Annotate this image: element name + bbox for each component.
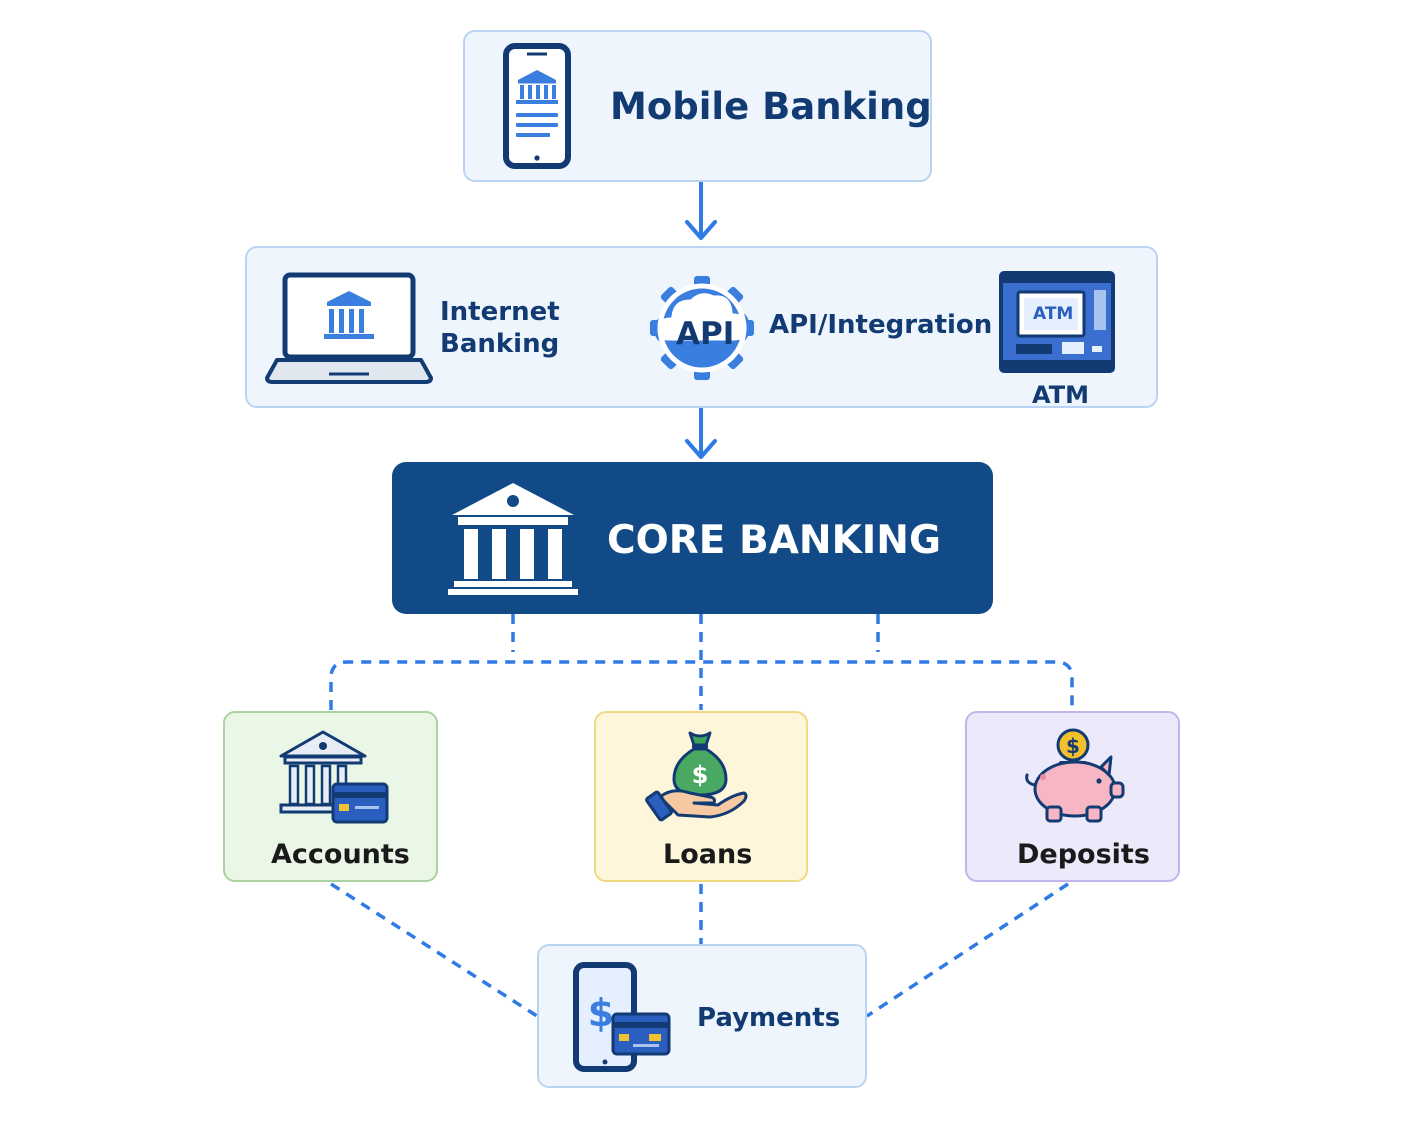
payments-node: $ Payments <box>537 944 867 1088</box>
svg-text:$: $ <box>588 991 614 1035</box>
atm-label: ATM <box>1032 381 1089 409</box>
payments-label: Payments <box>697 1003 841 1033</box>
loans-node: $ Loans <box>594 711 808 882</box>
money-bag-hand-icon: $ <box>645 731 748 822</box>
mobile-banking-node: Mobile Banking <box>463 30 932 182</box>
api-integration-label: API/Integration <box>769 310 993 340</box>
channels-node: Internet Banking API API/Integration <box>245 246 1158 409</box>
mobile-bank-icon <box>503 43 571 169</box>
mobile-banking-label: Mobile Banking <box>610 85 932 128</box>
core-banking-label: CORE BANKING <box>607 518 941 563</box>
arrow-mobile-to-channels <box>685 182 717 240</box>
bank-card-icon <box>279 730 389 824</box>
bank-building-icon <box>448 483 578 595</box>
piggy-bank-icon: $ <box>1025 728 1125 823</box>
deposits-node: $ Deposits <box>965 711 1180 882</box>
dashed-connectors <box>329 614 1074 1018</box>
internet-banking-label-line2: Banking <box>440 329 560 359</box>
api-gear-cloud-icon <box>650 276 754 380</box>
arrow-channels-to-core <box>685 408 717 459</box>
atm-screen-text: ATM <box>1033 304 1074 324</box>
loans-label: Loans <box>663 839 753 870</box>
atm-machine-icon <box>999 271 1115 373</box>
laptop-bank-icon <box>265 272 433 384</box>
accounts-node: Accounts <box>223 711 438 882</box>
svg-text:$: $ <box>692 761 709 789</box>
accounts-label: Accounts <box>271 839 410 870</box>
deposits-label: Deposits <box>1017 839 1150 870</box>
api-badge-text: API <box>676 316 735 352</box>
core-banking-node: CORE BANKING <box>392 462 993 614</box>
phone-card-payment-icon: $ <box>573 962 671 1072</box>
internet-banking-label-line1: Internet <box>440 297 560 327</box>
svg-text:$: $ <box>1066 734 1080 758</box>
